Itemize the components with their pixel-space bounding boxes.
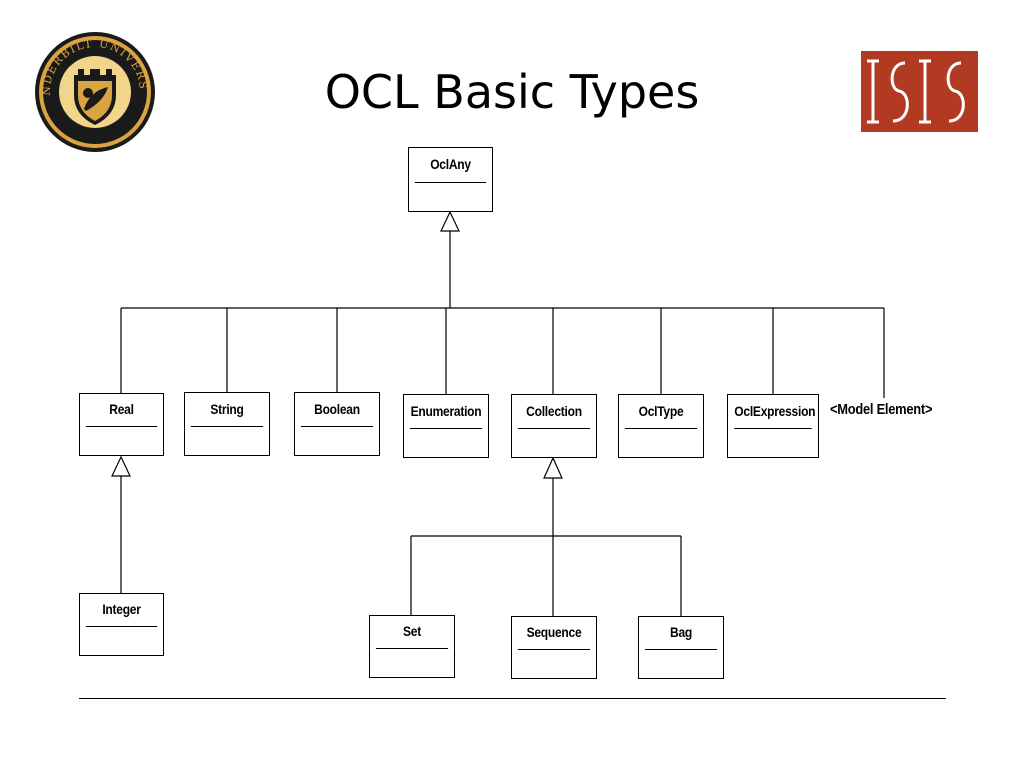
class-name: Collection <box>517 395 591 429</box>
generalization-arrowheads <box>111 210 563 479</box>
class-set: Set <box>369 615 455 678</box>
class-name: Enumeration <box>409 395 483 429</box>
class-integer: Integer <box>79 593 164 656</box>
footer-divider <box>79 698 946 699</box>
generalization-connectors <box>120 231 885 616</box>
class-collection: Collection <box>511 394 597 458</box>
class-name: Boolean <box>300 393 374 427</box>
class-ocltype: OclType <box>618 394 704 458</box>
class-oclany: OclAny <box>408 147 493 212</box>
arrowhead-real <box>111 455 131 477</box>
class-name: Set <box>375 616 449 649</box>
class-name: OclAny <box>414 148 487 183</box>
class-name: OclType <box>624 395 698 429</box>
isis-logo <box>861 51 978 132</box>
model-element-label: <Model Element> <box>830 401 933 418</box>
arrowhead-oclany <box>440 210 460 232</box>
class-real: Real <box>79 393 164 456</box>
class-string: String <box>184 392 270 456</box>
class-name: String <box>190 393 264 427</box>
class-name: Sequence <box>517 617 591 650</box>
class-bag: Bag <box>638 616 724 679</box>
arrowhead-collection <box>543 456 563 479</box>
slide-title: OCL Basic Types <box>324 65 700 119</box>
class-enumeration: Enumeration <box>403 394 489 458</box>
class-name: Bag <box>644 617 718 650</box>
isis-logo-mark <box>867 59 965 124</box>
class-boolean: Boolean <box>294 392 380 456</box>
class-name: OclExpression <box>734 395 816 429</box>
class-sequence: Sequence <box>511 616 597 679</box>
class-oclexpression: OclExpression <box>727 394 819 458</box>
class-name: Real <box>85 394 158 427</box>
vanderbilt-university-logo: VANDERBILT UNIVERSITY <box>34 31 155 152</box>
acorn-icon <box>83 88 93 98</box>
class-name: Integer <box>85 594 158 627</box>
acorn-leaf-icon <box>84 87 108 111</box>
